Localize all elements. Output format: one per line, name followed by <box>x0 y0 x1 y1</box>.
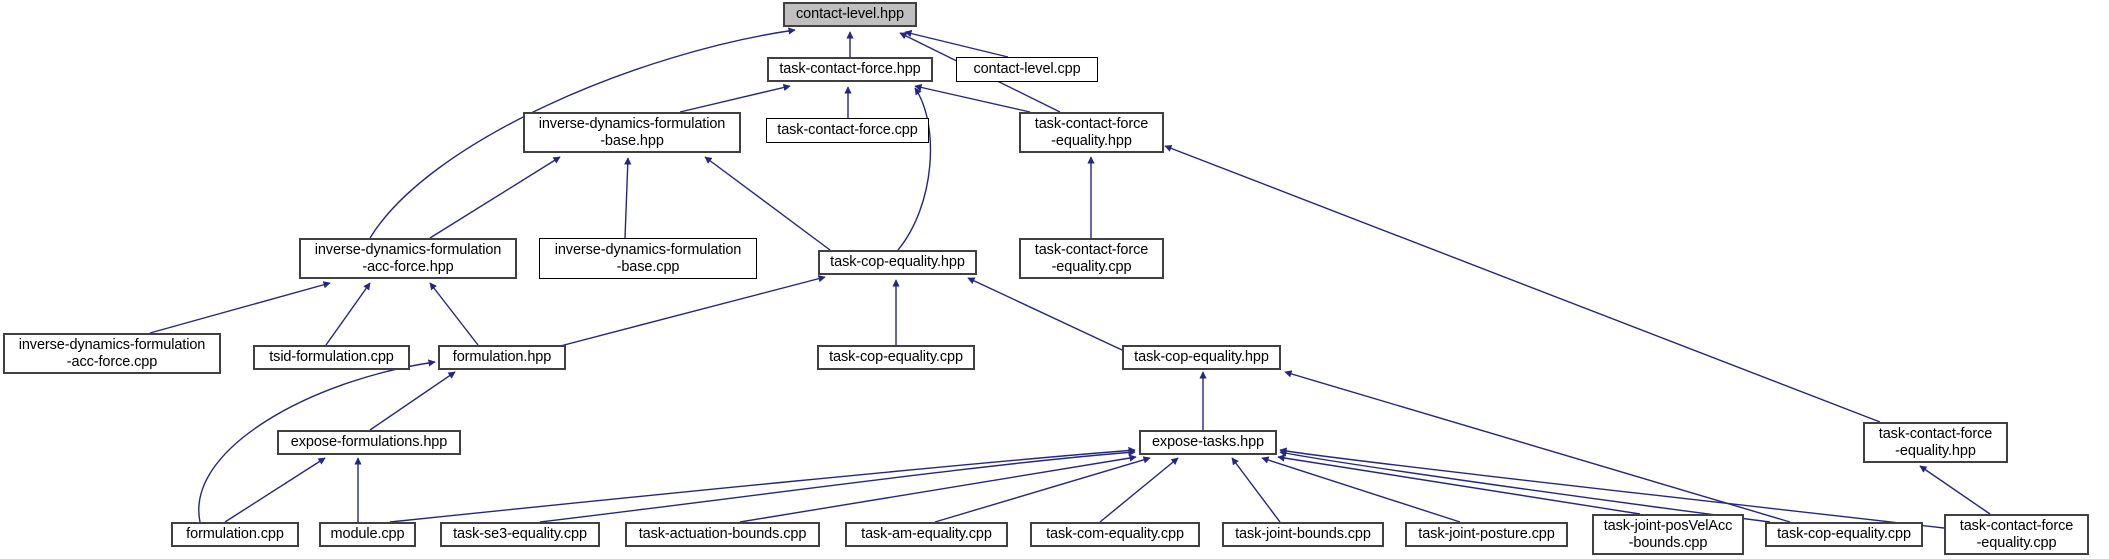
graph-node-task-actuation-bounds-cpp[interactable]: task-actuation-bounds.cpp <box>625 522 820 547</box>
graph-node-formulation-hpp[interactable]: formulation.hpp <box>438 345 566 370</box>
dependency-edge <box>1261 456 1461 523</box>
dependency-edge <box>739 454 1137 523</box>
graph-node-idf-acc-force-cpp[interactable]: inverse-dynamics-formulation -acc-force.… <box>3 333 221 374</box>
graph-node-task-cop-equality-cpp-1[interactable]: task-cop-equality.cpp <box>817 345 975 370</box>
dependency-edge <box>1231 457 1281 523</box>
dependency-edge <box>904 30 1009 58</box>
dependency-edge <box>325 282 371 346</box>
dependency-edge <box>1164 144 1881 423</box>
dependency-edge <box>1919 465 1991 515</box>
graph-node-task-am-equality-cpp[interactable]: task-am-equality.cpp <box>845 522 1008 547</box>
dependency-edge <box>897 87 932 251</box>
graph-node-task-joint-bounds-cpp[interactable]: task-joint-bounds.cpp <box>1222 522 1384 547</box>
dependency-edge <box>934 456 1151 523</box>
graph-node-task-joint-posvelacc-bounds-cpp[interactable]: task-joint-posVelAcc -bounds.cpp <box>1592 514 1744 555</box>
graph-node-formulation-cpp[interactable]: formulation.cpp <box>171 522 299 547</box>
graph-node-task-se3-equality-cpp[interactable]: task-se3-equality.cpp <box>440 522 600 547</box>
graph-node-expose-tasks-hpp[interactable]: expose-tasks.hpp <box>1139 430 1277 455</box>
graph-node-task-contact-force-equality-hpp[interactable]: task-contact-force -equality.hpp <box>1019 112 1164 153</box>
graph-node-task-contact-force-equality-cpp[interactable]: task-contact-force -equality.cpp <box>1019 238 1164 279</box>
dependency-edge <box>149 281 331 334</box>
graph-node-idf-acc-force-hpp[interactable]: inverse-dynamics-formulation -acc-force.… <box>299 238 517 279</box>
graph-node-task-cop-equality-hpp-1[interactable]: task-cop-equality.hpp <box>818 250 977 275</box>
graph-node-task-cop-equality-cpp-2[interactable]: task-cop-equality.cpp <box>1765 522 1923 547</box>
graph-node-task-contact-force-equality-hpp-2[interactable]: task-contact-force -equality.hpp <box>1863 422 2008 463</box>
dependency-edge <box>544 275 826 351</box>
graph-node-task-contact-force-hpp[interactable]: task-contact-force.hpp <box>767 57 933 82</box>
graph-node-task-contact-force-cpp[interactable]: task-contact-force.cpp <box>766 118 929 143</box>
dependency-edge <box>429 156 561 239</box>
graph-node-idf-base-cpp[interactable]: inverse-dynamics-formulation -base.cpp <box>539 238 757 279</box>
dependency-edge <box>679 83 791 113</box>
graph-node-module-cpp[interactable]: module.cpp <box>319 522 416 547</box>
graph-node-expose-formulations-hpp[interactable]: expose-formulations.hpp <box>277 430 461 455</box>
graph-node-idf-base-hpp[interactable]: inverse-dynamics-formulation -base.hpp <box>523 112 741 153</box>
dependency-edge <box>1099 457 1179 523</box>
dependency-edge <box>1277 454 1641 515</box>
dependency-edge <box>429 282 479 346</box>
dependency-edge <box>224 457 326 523</box>
dependency-edge <box>967 277 1123 351</box>
dependency-edge <box>704 156 831 251</box>
graph-node-task-cop-equality-hpp-2[interactable]: task-cop-equality.hpp <box>1122 345 1281 370</box>
dependency-edge <box>624 157 632 239</box>
dependency-edge <box>389 446 1136 523</box>
dependency-edge <box>539 448 1136 523</box>
graph-node-task-joint-posture-cpp[interactable]: task-joint-posture.cpp <box>1405 522 1568 547</box>
graph-node-task-contact-force-equality-cpp-2[interactable]: task-contact-force -equality.cpp <box>1944 514 2089 555</box>
dependency-edge <box>914 83 1031 113</box>
graph-node-tsid-formulation-cpp[interactable]: tsid-formulation.cpp <box>253 345 410 370</box>
dependency-edge <box>1284 370 1791 523</box>
dependency-edge <box>369 371 456 431</box>
graph-node-contact-level-hpp[interactable]: contact-level.hpp <box>783 2 917 27</box>
dependency-edge <box>1279 449 1771 523</box>
graph-node-task-com-equality-cpp[interactable]: task-com-equality.cpp <box>1030 522 1200 547</box>
graph-node-contact-level-cpp[interactable]: contact-level.cpp <box>956 57 1098 82</box>
